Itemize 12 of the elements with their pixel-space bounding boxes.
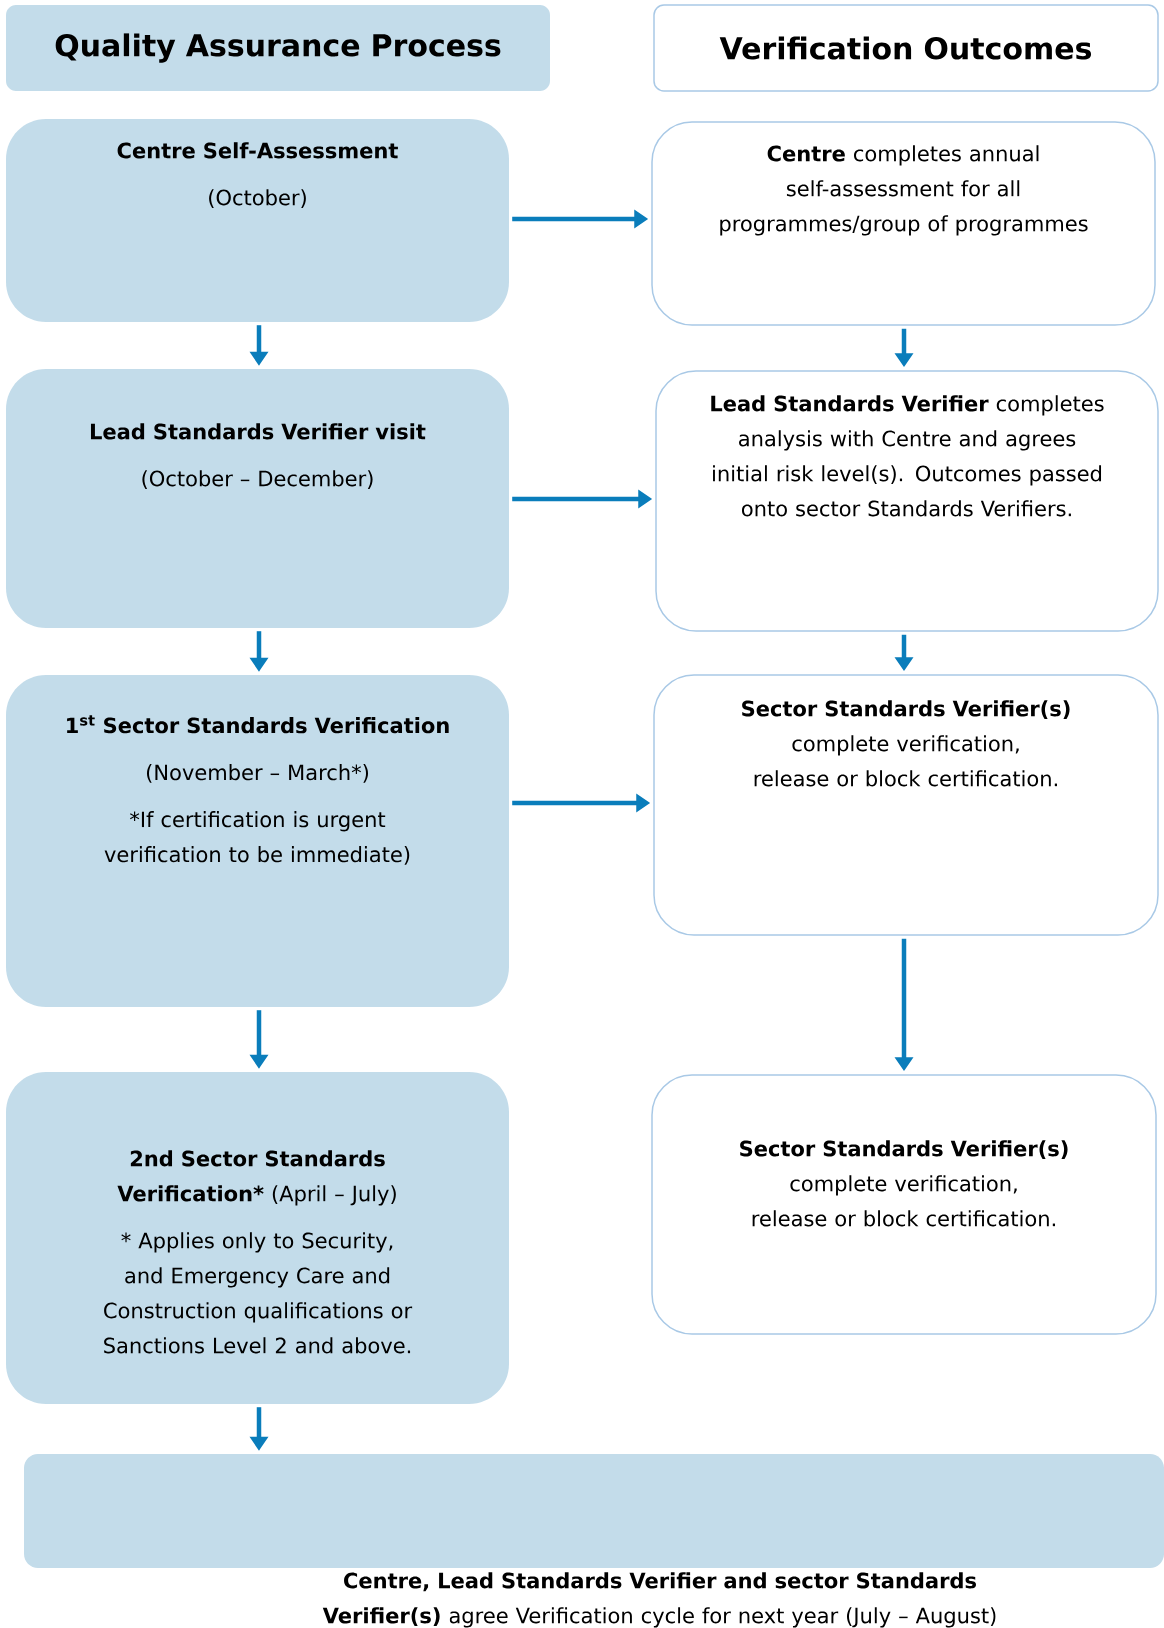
- node-label: Centre, Lead Standards Verifier and sector Standards Verifier(s) agree Verification cycle for next year (July – August): [322, 1572, 996, 1628]
- process-box: $\mathbf{1^{st}}$ Sector Standards Verification (November – March*) *If certification is urgent verification to be immediate): [6, 675, 509, 1007]
- outcome-box: Centre completes annual self-assessment for all programmes/group of programmes: [651, 121, 1156, 326]
- outcome-box: Lead Standards Verifier completes analysis with Centre and agrees initial risk level(s). Outcomes passed onto sector Standards Verifiers.: [655, 370, 1159, 632]
- outcome-box: Sector Standards Verifier(s) complete verification, release or block certification.: [651, 1074, 1157, 1335]
- column-header: Verification Outcomes: [653, 4, 1159, 92]
- process-box: 2nd Sector Standards Verification* (April – July) * Applies only to Security, and Emergency Care and Construction qualifications or Sanctions Level 2 and above.: [6, 1072, 509, 1404]
- process-box: Lead Standards Verifier visit (October – December): [6, 369, 509, 628]
- summary-band: Centre, Lead Standards Verifier and sector Standards Verifier(s) agree Verification cycle for next year (July – August): [24, 1454, 1164, 1628]
- column-header: Quality Assurance Process: [6, 5, 550, 91]
- outcome-box: Sector Standards Verifier(s) complete verification, release or block certification.: [653, 674, 1159, 936]
- process-box: Centre Self-Assessment (October): [6, 119, 509, 322]
